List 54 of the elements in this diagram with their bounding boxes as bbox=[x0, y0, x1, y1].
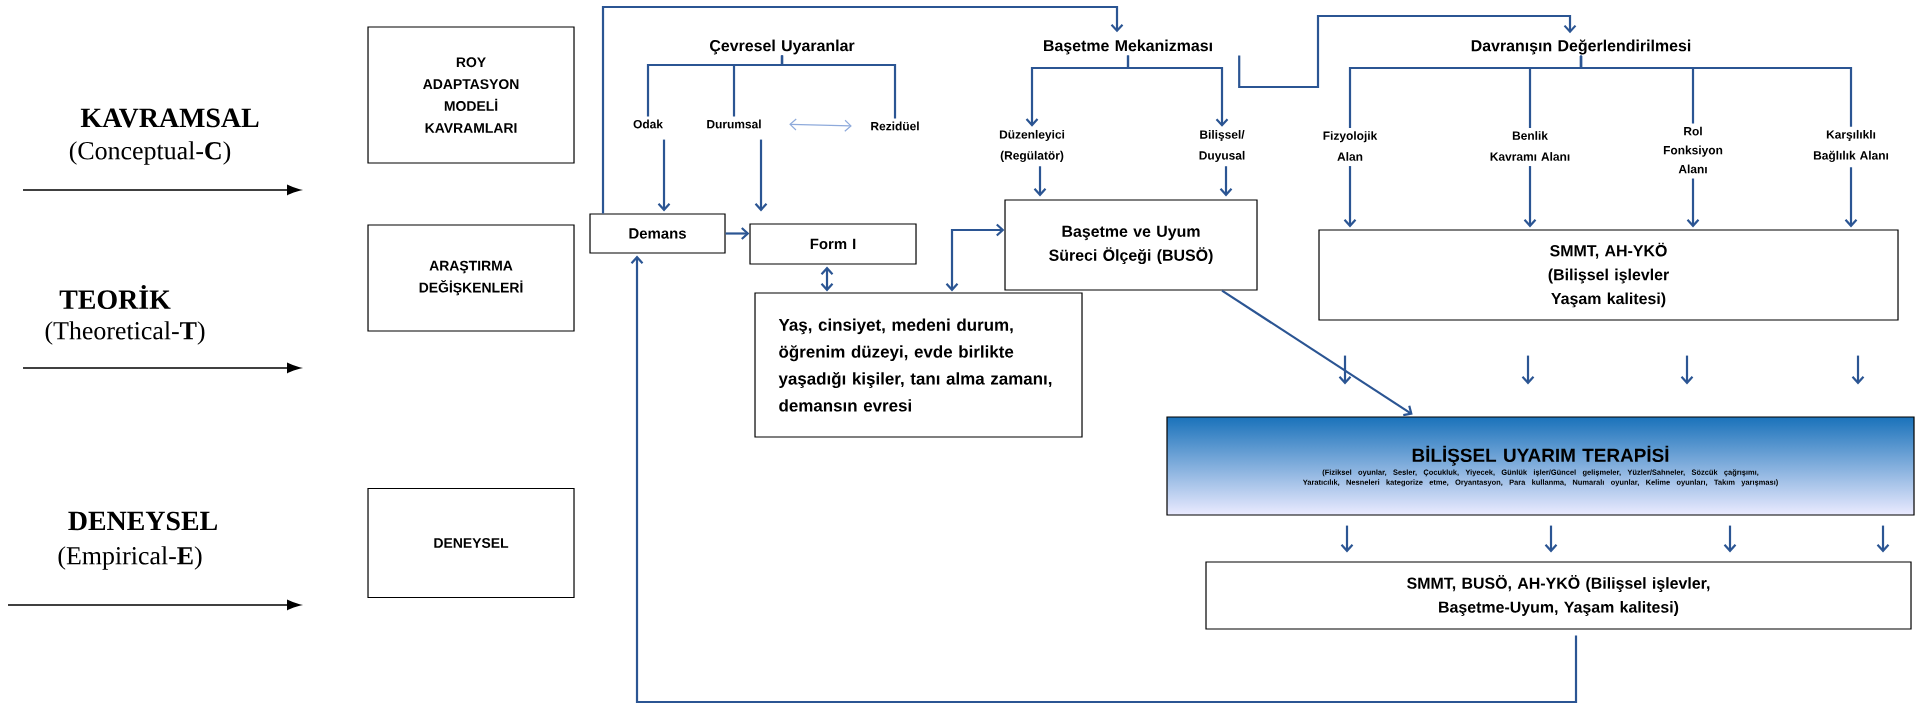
arrow bbox=[1876, 525, 1890, 553]
level-label: DENEYSEL bbox=[68, 511, 217, 531]
process-box: Demans bbox=[589, 213, 726, 254]
arrow bbox=[754, 139, 768, 212]
arrow bbox=[1338, 355, 1352, 385]
arrow bbox=[1219, 166, 1233, 197]
arrow bbox=[1221, 289, 1413, 417]
arrow bbox=[945, 223, 1005, 292]
connector-line bbox=[780, 55, 897, 119]
arrow bbox=[1126, 55, 1229, 127]
group-heading: Davranışın Değerlendirilmesi bbox=[1471, 39, 1691, 55]
variables-box: Yaş, cinsiyet, medeni durum, öğrenim düzeyi, evde birlikte yaşadığı kişiler, tanı alma zamanı, demansın evresi bbox=[754, 292, 1083, 438]
group-heading: Başetme Mekanizması bbox=[1044, 39, 1212, 55]
level-label: TEORİK bbox=[59, 284, 171, 310]
arrow bbox=[1340, 525, 1354, 553]
level-label: (Theoretical-T) bbox=[45, 321, 205, 345]
category-label: Düzenleyici (Regülatör) bbox=[999, 129, 1065, 163]
category-label: Rezidüel bbox=[871, 121, 919, 131]
level-label: (Empirical-E) bbox=[58, 546, 202, 570]
arrow bbox=[1680, 355, 1694, 385]
arrow bbox=[1686, 178, 1700, 228]
process-box: Başetme ve Uyum Süreci Ölçeği (BUSÖ) bbox=[1004, 199, 1258, 291]
arrow bbox=[1033, 166, 1047, 197]
concept-box: ROY ADAPTASYON MODELİ KAVRAMLARI bbox=[367, 26, 575, 164]
arrow bbox=[601, 5, 1124, 214]
level-label: KAVRAMSAL bbox=[80, 108, 259, 128]
arrow bbox=[657, 139, 671, 212]
concept-box: ARAŞTIRMA DEĞİŞKENLERİ bbox=[367, 224, 575, 332]
process-box: SMMT, BUSÖ, AH-YKÖ (Bilişsel işlevler, Başetme-Uyum, Yaşam kalitesi) bbox=[1205, 561, 1912, 630]
category-label: Bilişsel/ Duyusal bbox=[1199, 129, 1245, 163]
arrow bbox=[1523, 166, 1537, 228]
category-label: Karşılıklı Bağlılık Alanı bbox=[1813, 129, 1889, 163]
process-box: Form I bbox=[749, 223, 917, 265]
arrow bbox=[630, 255, 1578, 704]
arrow bbox=[725, 227, 750, 240]
category-label: Benlik Kavramı Alanı bbox=[1490, 131, 1570, 161]
arrow bbox=[1521, 355, 1535, 385]
process-box: SMMT, AH-YKÖ (Bilişsel işlevler Yaşam kalitesi) bbox=[1318, 229, 1899, 321]
arrow bbox=[820, 266, 834, 292]
category-label: Fizyolojik Alan bbox=[1323, 131, 1378, 161]
arrow bbox=[1343, 166, 1357, 228]
level-label: (Conceptual-C) bbox=[69, 141, 231, 165]
arrow bbox=[1544, 525, 1558, 553]
group-heading: Çevresel Uyaranlar bbox=[710, 39, 855, 55]
arrow bbox=[1844, 167, 1858, 228]
category-label: Rol Fonksiyon Alanı bbox=[1663, 126, 1723, 174]
arrow bbox=[1851, 355, 1865, 385]
concept-box: DENEYSEL bbox=[367, 487, 575, 599]
category-label: Durumsal bbox=[707, 119, 761, 129]
connector-line bbox=[1579, 55, 1853, 127]
arrow bbox=[1723, 525, 1737, 553]
category-label: Odak bbox=[633, 119, 663, 129]
arrow bbox=[789, 118, 852, 132]
arrow bbox=[1238, 14, 1577, 89]
